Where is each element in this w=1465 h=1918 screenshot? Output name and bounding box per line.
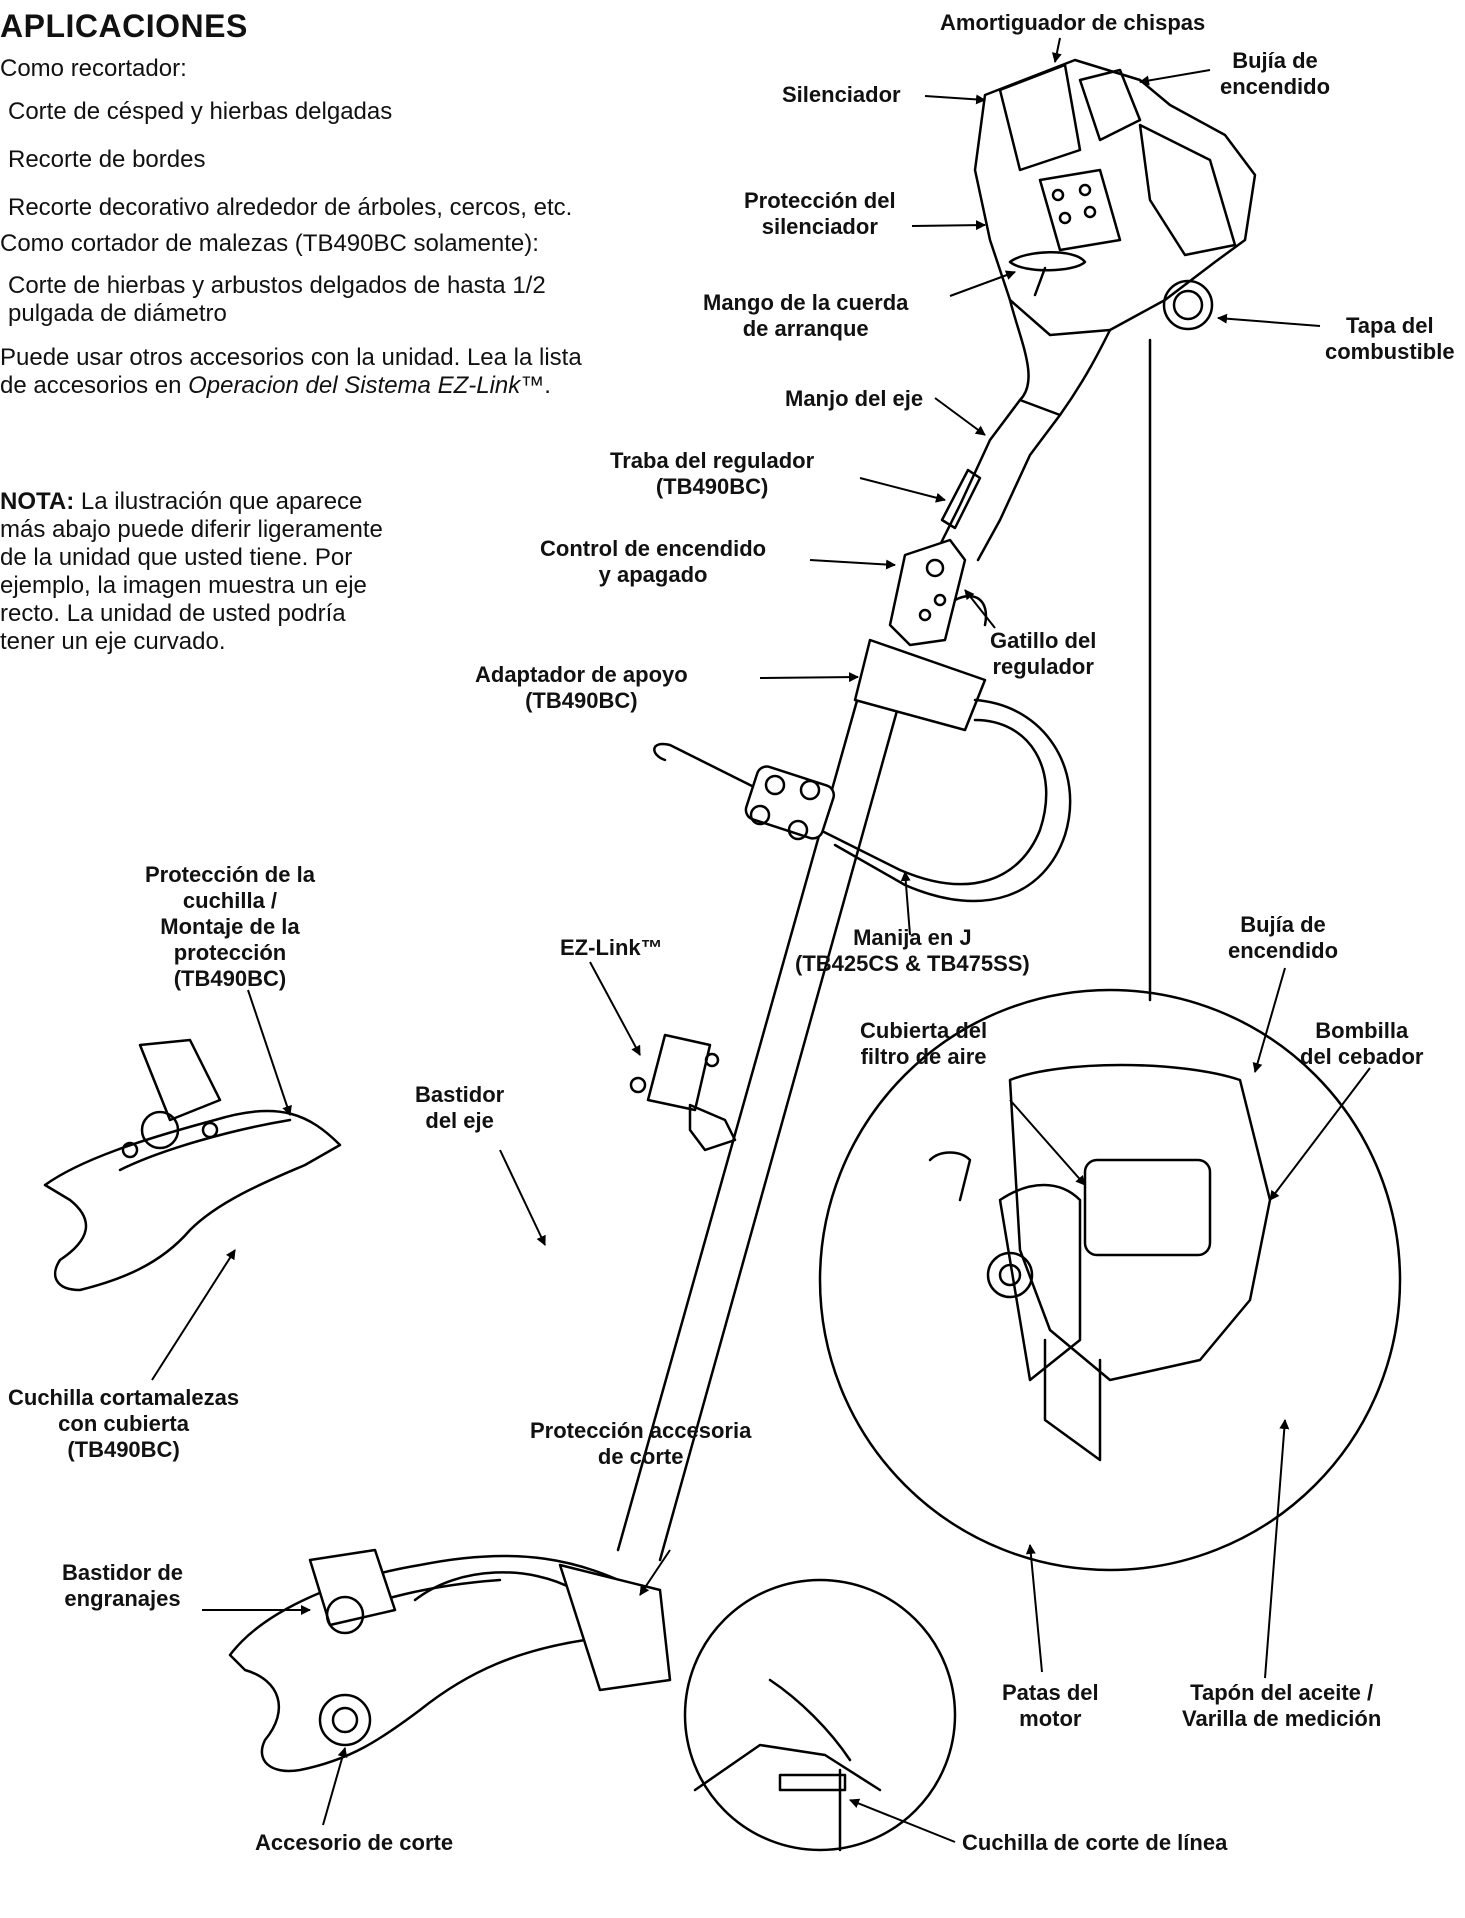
label-text: Cubierta del	[860, 1018, 988, 1043]
line-cutter-closeup	[683, 1578, 957, 1852]
label-text: del cebador	[1300, 1044, 1424, 1069]
leader-lines	[151, 37, 1371, 1843]
label-oil-cap: Tapón del aceite /Varilla de medición	[1182, 1680, 1381, 1732]
j-handle	[653, 698, 1072, 903]
label-text: Protección del	[744, 188, 896, 213]
label-text: Bastidor	[415, 1082, 505, 1107]
label-shaft-handle: Manjo del eje	[785, 386, 923, 412]
label-text: engranajes	[64, 1586, 181, 1611]
note-label: NOTA:	[0, 488, 75, 515]
intro-line-1: Como recortador:	[0, 55, 187, 82]
label-text: Protección de la	[145, 862, 315, 887]
label-ez-link: EZ-Link™	[560, 935, 663, 961]
upper-shaft	[888, 398, 1062, 647]
intro-line-6a: Corte de hierbas y arbustos delgados de …	[8, 272, 546, 299]
label-text: silenciador	[761, 214, 878, 239]
label-text: Cuchilla de corte de línea	[962, 1830, 1228, 1855]
label-text: Patas del	[1002, 1680, 1099, 1705]
label-text: EZ-Link™	[560, 935, 663, 960]
trimmer-head	[228, 1548, 672, 1773]
label-text: combustible	[1325, 339, 1455, 364]
label-text: Manjo del eje	[785, 386, 924, 411]
intro-line-7a: Puede usar otros accesorios con la unida…	[0, 344, 582, 371]
label-j-handle: Manija en J(TB425CS & TB475SS)	[795, 925, 1030, 977]
label-text: de corte	[597, 1444, 684, 1469]
label-text: (TB490BC)	[525, 688, 638, 713]
label-throttle-lock: Traba del regulador(TB490BC)	[610, 448, 814, 500]
label-text: motor	[1019, 1706, 1082, 1731]
label-text: (TB425CS & TB475SS)	[795, 951, 1030, 976]
label-text: Gatillo del	[990, 628, 1097, 653]
label-text: con cubierta	[58, 1411, 189, 1436]
label-text: Mango de la cuerda	[703, 290, 909, 315]
label-text: Amortiguador de chispas	[940, 10, 1206, 35]
section-heading: APLICACIONES	[0, 8, 248, 44]
label-text: encendido	[1228, 938, 1339, 963]
label-text: Silenciador	[782, 82, 901, 107]
label-text: de arranque	[742, 316, 869, 341]
label-text: (TB490BC)	[67, 1437, 180, 1462]
label-text: Adaptador de apoyo	[475, 662, 688, 687]
label-text: del eje	[425, 1108, 494, 1133]
label-text: Tapón del aceite /	[1190, 1680, 1374, 1705]
intro-line-5: Como cortador de malezas (TB490BC solame…	[0, 230, 539, 257]
intro-line-2: Corte de césped y hierbas delgadas	[8, 98, 393, 125]
intro-line-7b-italic: Operacion del Sistema EZ-Link™	[188, 372, 545, 399]
label-text: (TB490BC)	[655, 474, 769, 499]
label-text: Bujía de	[1232, 48, 1318, 73]
intro-line-7b-text: de accesorios en	[0, 372, 189, 399]
label-text: Manija en J	[853, 925, 972, 950]
label-cutting-attachment: Accesorio de corte	[255, 1830, 453, 1856]
label-text: regulador	[992, 654, 1094, 679]
label-muffler: Silenciador	[782, 82, 901, 108]
engine-closeup	[818, 988, 1402, 1572]
intro-line-7b: de accesorios en Operacion del Sistema E…	[0, 372, 551, 400]
intro-line-6b: pulgada de diámetro	[8, 300, 227, 327]
label-text: Bombilla	[1315, 1018, 1409, 1043]
label-spark-arrestor: Amortiguador de chispas	[940, 10, 1205, 36]
note-paragraph: NOTA: La ilustración que aparece más aba…	[0, 488, 400, 656]
label-text: Control de encendido	[540, 536, 767, 561]
label-text: encendido	[1220, 74, 1331, 99]
label-text: y apagado	[598, 562, 708, 587]
label-text: filtro de aire	[860, 1044, 987, 1069]
label-text: Montaje de la	[160, 914, 300, 939]
label-text: Traba del regulador	[610, 448, 815, 473]
label-support-adapter: Adaptador de apoyo(TB490BC)	[475, 662, 688, 714]
label-text: protección	[173, 940, 287, 965]
label-text: (TB490BC)	[173, 966, 287, 991]
label-text: Cuchilla cortamalezas	[8, 1385, 240, 1410]
label-line-cutter-blade: Cuchilla de corte de línea	[962, 1830, 1227, 1856]
intro-line-4: Recorte decorativo alrededor de árboles,…	[8, 194, 573, 221]
label-text: Bastidor de	[62, 1560, 184, 1585]
note-text: La ilustración que aparece más abajo pue…	[0, 488, 383, 655]
blade-guard-detail	[43, 1038, 342, 1292]
intro-line-7b-end: .	[544, 372, 551, 399]
engine-block	[973, 58, 1257, 417]
label-text: Accesorio de corte	[255, 1830, 454, 1855]
label-text: Bujía de	[1240, 912, 1326, 937]
label-text: Tapa del	[1345, 313, 1434, 338]
label-text: Protección accesoria	[530, 1418, 752, 1443]
intro-line-3: Recorte de bordes	[8, 146, 206, 173]
label-text: cuchilla /	[182, 888, 278, 913]
label-text: Varilla de medición	[1182, 1706, 1382, 1731]
